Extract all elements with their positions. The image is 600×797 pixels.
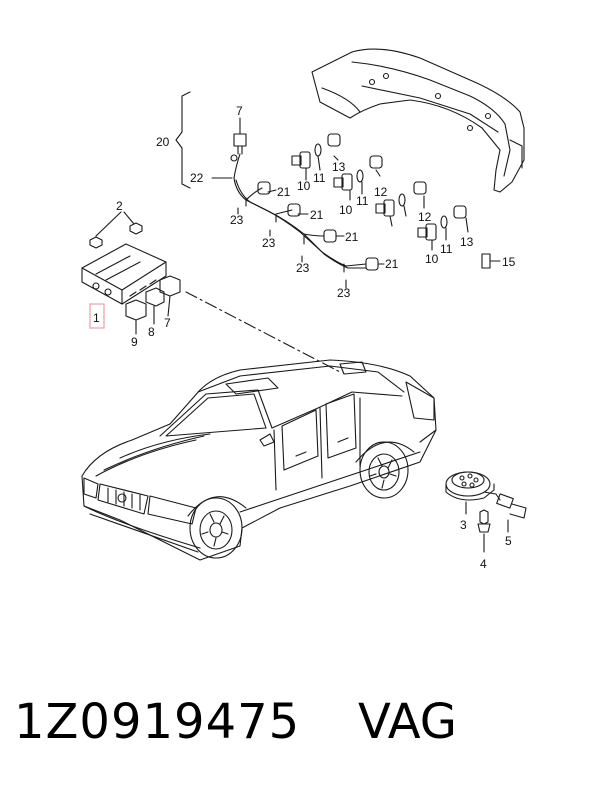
callout-21-a: 21 bbox=[277, 185, 291, 199]
callout-23-a: 23 bbox=[230, 213, 244, 227]
callout-10-a: 10 bbox=[297, 179, 311, 193]
bracket-20 bbox=[175, 91, 191, 189]
callout-leaders bbox=[211, 117, 499, 289]
warning-buzzer bbox=[445, 471, 527, 553]
callout-numbers: 1 2 3 4 5 7 7 8 9 10 10 10 11 11 11 12 1… bbox=[93, 104, 516, 571]
callout-5: 5 bbox=[505, 534, 512, 548]
callout-11-b: 11 bbox=[356, 194, 369, 208]
sensor-group bbox=[291, 133, 501, 269]
brand-label: VAG bbox=[358, 694, 457, 750]
callout-23-d: 23 bbox=[337, 286, 351, 300]
callout-1: 1 bbox=[93, 311, 100, 325]
callout-12-a: 12 bbox=[374, 185, 388, 199]
rear-bumper bbox=[311, 48, 525, 193]
callout-11-a: 11 bbox=[313, 171, 326, 185]
callout-10-c: 10 bbox=[425, 252, 439, 266]
callout-7-top: 7 bbox=[236, 104, 243, 118]
part-number: 1Z0919475 bbox=[14, 694, 301, 750]
callout-12-b: 12 bbox=[418, 210, 432, 224]
highlight-box bbox=[89, 303, 105, 329]
control-unit bbox=[81, 211, 181, 335]
callout-11-c: 11 bbox=[440, 242, 453, 256]
callout-4: 4 bbox=[480, 557, 487, 571]
callout-3: 3 bbox=[460, 518, 467, 532]
callout-15: 15 bbox=[502, 255, 516, 269]
callout-23-b: 23 bbox=[262, 236, 276, 250]
callout-9: 9 bbox=[131, 335, 138, 349]
callout-21-c: 21 bbox=[345, 230, 359, 244]
callout-8: 8 bbox=[148, 325, 155, 339]
callout-10-b: 10 bbox=[339, 203, 353, 217]
callout-22: 22 bbox=[190, 171, 204, 185]
callout-7-unit: 7 bbox=[164, 316, 171, 330]
callout-13-b: 13 bbox=[460, 235, 474, 249]
callout-20: 20 bbox=[156, 135, 170, 149]
leader-line bbox=[185, 291, 341, 373]
callout-21-b: 21 bbox=[310, 208, 324, 222]
callout-13-a: 13 bbox=[332, 160, 346, 174]
car bbox=[81, 359, 437, 561]
callout-21-d: 21 bbox=[385, 257, 399, 271]
callout-2: 2 bbox=[116, 199, 123, 213]
callout-23-c: 23 bbox=[296, 261, 310, 275]
